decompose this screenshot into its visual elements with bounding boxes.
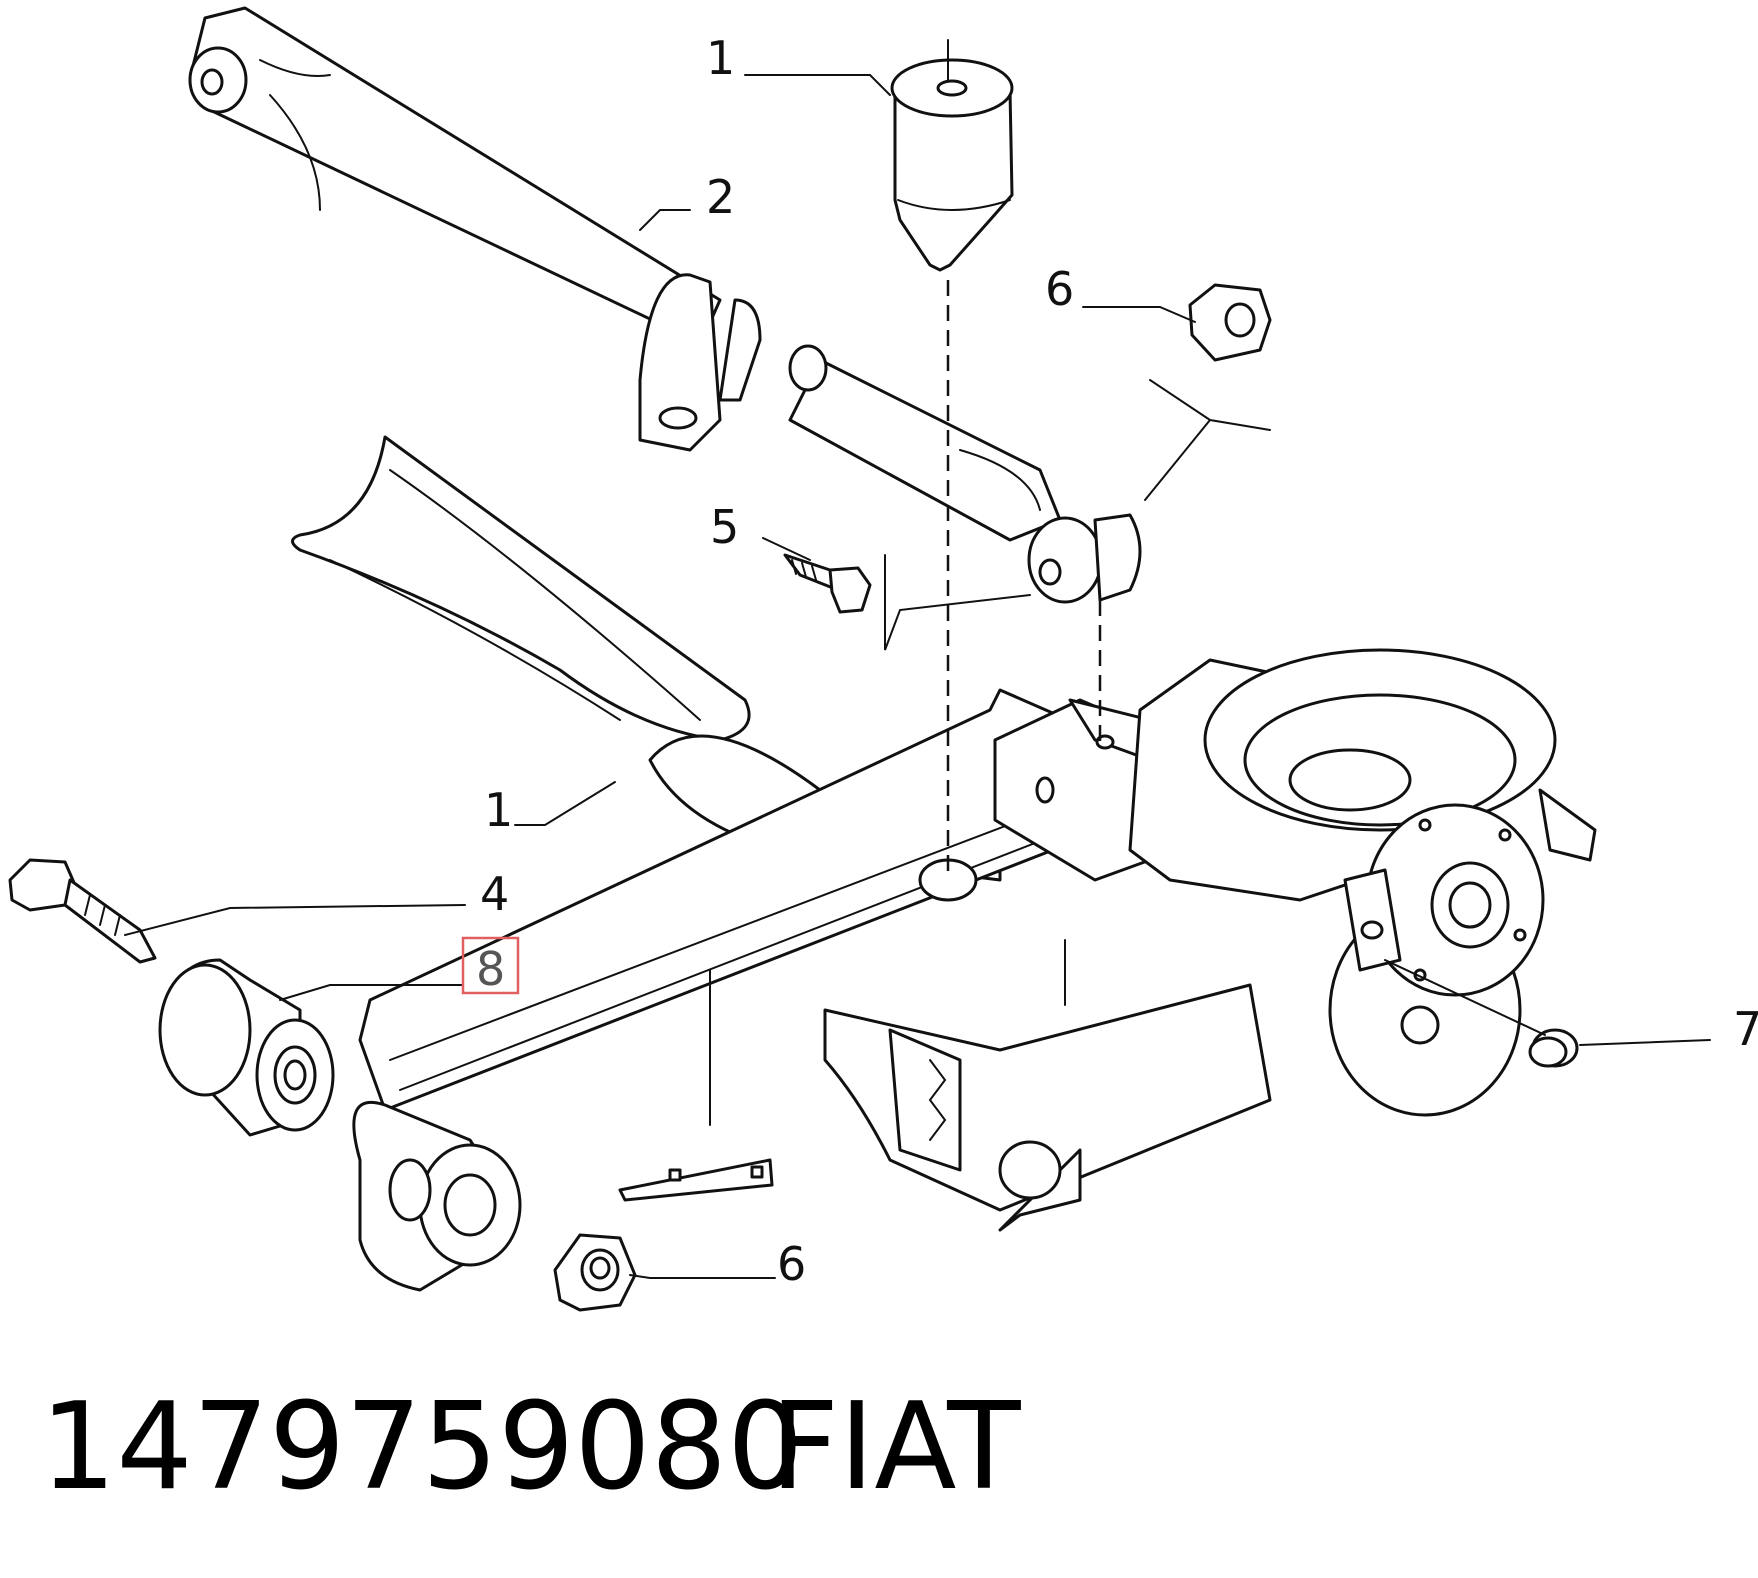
part-8-bushing	[158, 958, 335, 1137]
callout-6-upper: 6	[1045, 262, 1074, 316]
callouts: 1 2 6 5 1 4 8 6 7	[461, 31, 1758, 1291]
callout-7: 7	[1733, 1002, 1758, 1056]
part-number: 1479759080	[40, 1378, 803, 1517]
part-6-upper-nut	[1188, 283, 1272, 362]
callout-4: 4	[480, 867, 509, 921]
part-6-lower-nut	[553, 1233, 637, 1312]
callout-5: 5	[710, 500, 739, 554]
callout-2: 2	[706, 170, 735, 224]
callout-6-lower: 6	[777, 1237, 806, 1291]
callout-1: 1	[484, 783, 513, 837]
assembly-lines	[709, 280, 1546, 1126]
spring-seat-and-hub	[1203, 648, 1597, 1117]
part-3-bump-stop	[890, 39, 1014, 272]
callout-8-highlight	[461, 936, 520, 995]
part-7-cap	[1528, 1028, 1579, 1068]
leader-lines	[124, 74, 1711, 1279]
part-2-anti-roll-bar	[188, 6, 1142, 604]
part-1-axle-body	[291, 435, 1422, 1292]
callout-3: 1	[706, 31, 735, 85]
part-4-bolt	[8, 858, 157, 964]
callout-8: 8	[476, 942, 505, 996]
brand-name: FIAT	[770, 1378, 1021, 1517]
part-5-bolt	[783, 553, 872, 614]
